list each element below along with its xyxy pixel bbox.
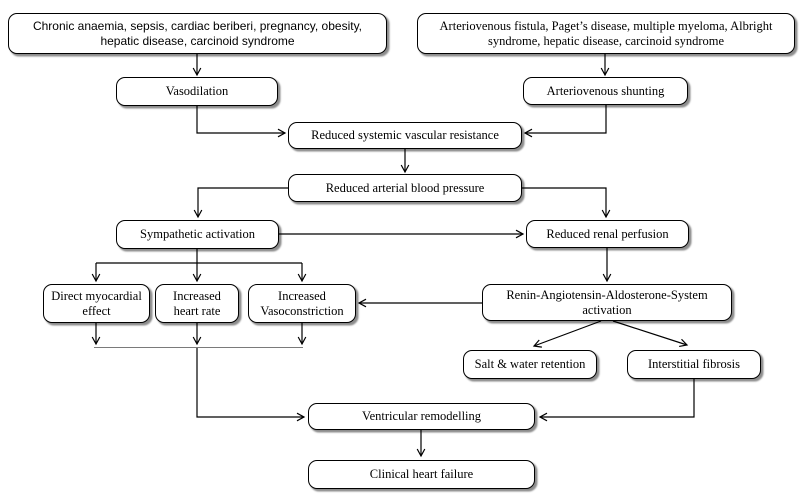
node-reduced-svr: Reduced systemic vascular resistance — [288, 122, 522, 149]
node-ventricular-remodelling: Ventricular remodelling — [308, 403, 535, 430]
edge-junction-to-remodelling — [196, 348, 306, 422]
node-causes-vasodilation: Chronic anaemia, sepsis, cardiac beriber… — [8, 13, 387, 54]
node-arteriovenous-shunting: Arteriovenous shunting — [523, 77, 688, 105]
node-sympathetic-activation: Sympathetic activation — [116, 220, 279, 249]
node-clinical-heart-failure: Clinical heart failure — [308, 460, 535, 489]
node-direct-myocardial-effect: Direct myocardial effect — [43, 284, 150, 323]
node-interstitial-fibrosis: Interstitial fibrosis — [627, 350, 761, 379]
edge-raas-to-fibrosis — [612, 320, 689, 348]
node-salt-water-retention: Salt & water retention — [463, 350, 597, 379]
node-increased-heart-rate: Increased heart rate — [155, 284, 239, 323]
node-reduced-renal-perfusion: Reduced renal perfusion — [526, 220, 689, 248]
edge-shunting-to-rsvr — [523, 105, 607, 138]
edge-rabp-to-sympathetic — [193, 187, 288, 219]
node-causes-shunting: Arteriovenous fistula, Paget’s disease, … — [417, 13, 795, 54]
node-vasodilation: Vasodilation — [116, 77, 278, 106]
edge-rabp-to-renal — [522, 187, 611, 219]
node-increased-vasoconstriction: Increased Vasoconstriction — [248, 284, 356, 323]
edge-vasodilation-to-rsvr — [196, 106, 287, 138]
node-reduced-abp: Reduced arterial blood pressure — [288, 174, 522, 202]
edge-sympathetic-branch — [96, 249, 302, 264]
edge-fibrosis-to-remodelling — [538, 379, 695, 422]
node-raas-activation: Renin-Angiotensin-Aldosterone-System act… — [482, 284, 732, 321]
edge-raas-to-saltwater — [532, 320, 602, 348]
